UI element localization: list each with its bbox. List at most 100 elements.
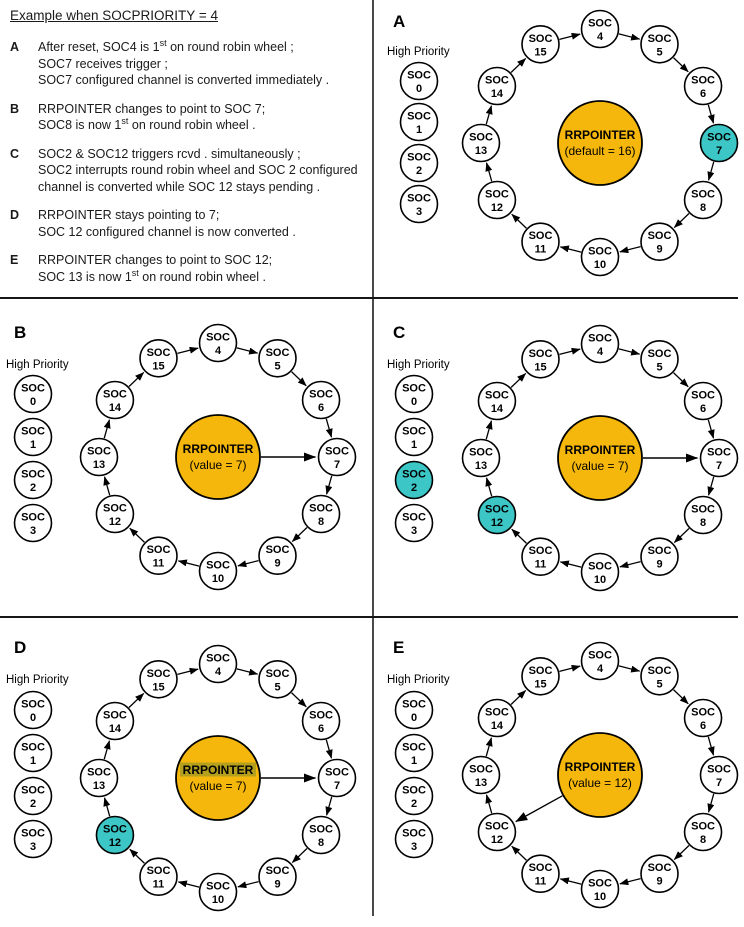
soc-node-13-circle xyxy=(461,123,501,163)
soc-node-11-label: SOC xyxy=(529,862,553,874)
soc-node-12-circle xyxy=(477,180,517,220)
wheel-arrow-9-to-10 xyxy=(237,880,259,889)
vertical-divider xyxy=(372,0,374,916)
soc-node-4-label: SOC xyxy=(588,333,612,345)
note-line: RRPOINTER stays pointing to 7; xyxy=(38,208,220,222)
soc-node-9-number: 9 xyxy=(274,558,280,570)
soc-node-12-label: SOC xyxy=(103,503,127,515)
soc-node-15-label: SOC xyxy=(529,665,553,677)
wheel-arrow-9-to-10 xyxy=(237,559,259,568)
hp-soc-node-3-number: 3 xyxy=(30,525,36,537)
soc-node-6-circle xyxy=(301,701,341,741)
soc-node-12-label: SOC xyxy=(485,504,509,516)
soc-node-9-label: SOC xyxy=(266,865,290,877)
soc-node-13-label: SOC xyxy=(87,767,111,779)
hp-soc-node-0-label: SOC xyxy=(21,383,45,395)
wheel-arrow-4-to-5 xyxy=(236,347,259,355)
soc-node-5-number: 5 xyxy=(656,46,662,58)
soc-node-7-number: 7 xyxy=(334,459,340,471)
soc-node-5-circle xyxy=(258,338,297,378)
soc-node-9-number: 9 xyxy=(656,244,662,256)
hp-soc-node-3-number: 3 xyxy=(411,841,417,853)
note-line: SOC8 is now 1st on round robin wheel . xyxy=(38,115,256,132)
soc-node-4-number: 4 xyxy=(215,345,222,357)
hp-soc-node-2-number: 2 xyxy=(416,165,422,177)
soc-node-15-label: SOC xyxy=(529,348,553,360)
wheel-arrow-10-to-11 xyxy=(559,877,582,885)
soc-node-13-label: SOC xyxy=(469,764,493,776)
hp-soc-node-2-label: SOC xyxy=(402,469,426,481)
wheel-arrow-7-to-8 xyxy=(707,161,715,181)
hp-soc-node-1-circle xyxy=(394,417,434,457)
hp-soc-node-3-circle xyxy=(399,184,439,224)
soc-node-15-label: SOC xyxy=(529,33,553,45)
soc-node-6-circle xyxy=(301,380,341,420)
soc-node-15-number: 15 xyxy=(534,678,546,690)
hp-soc-node-2-circle xyxy=(394,776,434,816)
soc-node-11-circle xyxy=(139,536,178,576)
soc-node-8-circle xyxy=(683,812,723,852)
wheel-arrow-5-to-6 xyxy=(673,372,689,388)
hp-soc-node-3-circle xyxy=(13,819,53,859)
soc-node-4-circle xyxy=(198,323,238,363)
wheel-arrow-13-to-14 xyxy=(103,740,111,760)
wheel-arrow-12-to-13 xyxy=(103,797,111,817)
soc-node-14-circle xyxy=(95,701,135,741)
wheel-arrow-6-to-7 xyxy=(325,418,333,438)
hp-soc-node-1-label: SOC xyxy=(402,742,426,754)
soc-node-5-circle xyxy=(258,659,297,699)
soc-node-4-circle xyxy=(580,9,620,49)
hp-soc-node-1-circle xyxy=(394,733,434,773)
soc-node-7-circle xyxy=(699,123,739,163)
wheel-arrow-10-to-11 xyxy=(559,245,582,253)
soc-node-5-circle xyxy=(640,339,679,379)
rrpointer-circle xyxy=(557,732,643,818)
wheel-arrow-5-to-6 xyxy=(291,692,307,708)
soc-node-11-number: 11 xyxy=(535,876,547,888)
soc-node-4-circle xyxy=(580,641,620,681)
soc-node-10-number: 10 xyxy=(594,259,606,271)
wheel-arrow-5-to-6 xyxy=(673,689,689,705)
soc-node-15-circle xyxy=(521,339,560,379)
soc-node-8-label: SOC xyxy=(309,824,333,836)
note-letter: E xyxy=(10,253,19,267)
soc-node-9-circle xyxy=(640,854,679,894)
rrpointer-label: RRPOINTER xyxy=(565,443,636,457)
wheel-arrow-15-to-4 xyxy=(559,32,581,41)
hp-soc-node-2-circle xyxy=(394,460,434,500)
soc-node-10-label: SOC xyxy=(206,560,230,572)
soc-node-11-number: 11 xyxy=(535,244,547,256)
soc-node-13-number: 13 xyxy=(475,460,487,472)
soc-node-5-label: SOC xyxy=(648,665,672,677)
soc-node-5-label: SOC xyxy=(266,347,290,359)
soc-node-15-circle xyxy=(521,24,560,64)
note-line: SOC7 receives trigger ; xyxy=(38,56,168,71)
soc-node-8-circle xyxy=(301,494,341,534)
note-lines: RRPOINTER changes to point to SOC 7;SOC8… xyxy=(38,101,265,134)
soc-node-13-label: SOC xyxy=(469,132,493,144)
wheel-arrow-6-to-7 xyxy=(325,739,333,759)
soc-node-9-circle xyxy=(258,857,297,897)
hp-soc-node-3-circle xyxy=(394,503,434,543)
soc-node-11-circle xyxy=(139,857,178,897)
hp-soc-node-2-number: 2 xyxy=(30,798,36,810)
soc-node-10-circle xyxy=(580,552,620,592)
hp-soc-node-1-number: 1 xyxy=(416,124,422,136)
soc-node-7-circle xyxy=(699,438,739,478)
soc-node-7-number: 7 xyxy=(716,145,722,157)
wheel-arrow-8-to-9 xyxy=(291,527,308,543)
high-priority-label: High Priority xyxy=(387,46,450,58)
soc-node-11-label: SOC xyxy=(529,230,553,242)
soc-node-15-number: 15 xyxy=(152,360,164,372)
soc-node-14-number: 14 xyxy=(491,88,504,100)
wheel-arrow-14-to-15 xyxy=(128,692,145,708)
soc-node-15-label: SOC xyxy=(147,668,171,680)
soc-node-5-label: SOC xyxy=(648,348,672,360)
soc-node-13-label: SOC xyxy=(469,447,493,459)
hp-soc-node-3-label: SOC xyxy=(21,828,45,840)
soc-node-5-number: 5 xyxy=(656,678,662,690)
